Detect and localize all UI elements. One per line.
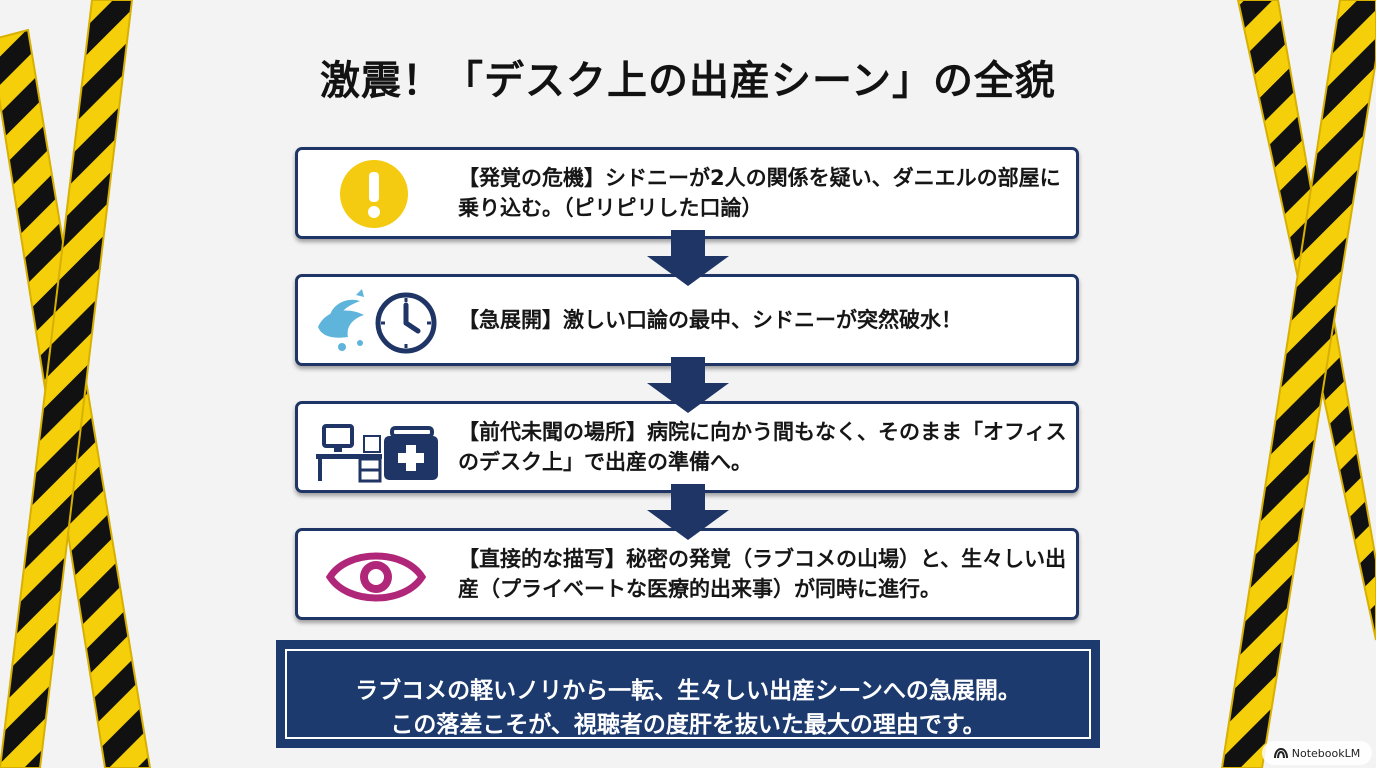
- notebooklm-badge: NotebookLM: [1262, 741, 1372, 765]
- step-card-3: 【前代未聞の場所】病院に向かう間もなく、そのまま「オフィスのデスク上」で出産の準…: [295, 401, 1079, 493]
- right-caution-tapes: [1220, 0, 1376, 768]
- conclusion-line-1: ラブコメの軽いノリから一転、生々しい出産シーンへの急展開。: [355, 678, 1021, 704]
- step-text-4: 【直接的な描写】秘密の発覚（ラブコメの山場）と、生々しい出産（プライベートな医療…: [458, 547, 1067, 601]
- step-card-2: 【急展開】激しい口論の最中、シドニーが突然破水！: [295, 274, 1079, 366]
- step-card-1: 【発覚の危機】シドニーが2人の関係を疑い、ダニエルの部屋に乗り込む。（ピリピリし…: [295, 147, 1079, 239]
- arrow-down-icon: [647, 484, 729, 540]
- warning-icon: [340, 160, 408, 228]
- conclusion-line-2: この落差こそが、視聴者の度肝を抜いた最大の理由です。: [390, 712, 986, 738]
- notebooklm-logo-icon: [1273, 747, 1288, 759]
- conclusion-banner: ラブコメの軽いノリから一転、生々しい出産シーンへの急展開。 この落差こそが、視聴…: [276, 640, 1100, 748]
- step-text-3: 【前代未聞の場所】病院に向かう間もなく、そのまま「オフィスのデスク上」で出産の準…: [458, 420, 1067, 474]
- office-desk-medical-kit-icon: [316, 424, 438, 483]
- banner-frame: ラブコメの軽いノリから一転、生々しい出産シーンへの急展開。 この落差こそが、視聴…: [285, 649, 1091, 739]
- step-text-1: 【発覚の危機】シドニーが2人の関係を疑い、ダニエルの部屋に乗り込む。（ピリピリし…: [458, 166, 1061, 220]
- arrow-down-icon: [647, 357, 729, 413]
- badge-label: NotebookLM: [1291, 746, 1361, 760]
- water-splash-clock-icon: [318, 289, 437, 354]
- left-caution-tapes: [0, 0, 152, 768]
- page-title: 激震！「デスク上の出産シーン」の全貌: [320, 58, 1056, 104]
- arrow-down-icon: [647, 230, 729, 286]
- step-card-4: 【直接的な描写】秘密の発覚（ラブコメの山場）と、生々しい出産（プライベートな医療…: [295, 528, 1079, 620]
- step-text-2: 【急展開】激しい口論の最中、シドニーが突然破水！: [458, 308, 962, 332]
- eye-icon: [325, 552, 427, 602]
